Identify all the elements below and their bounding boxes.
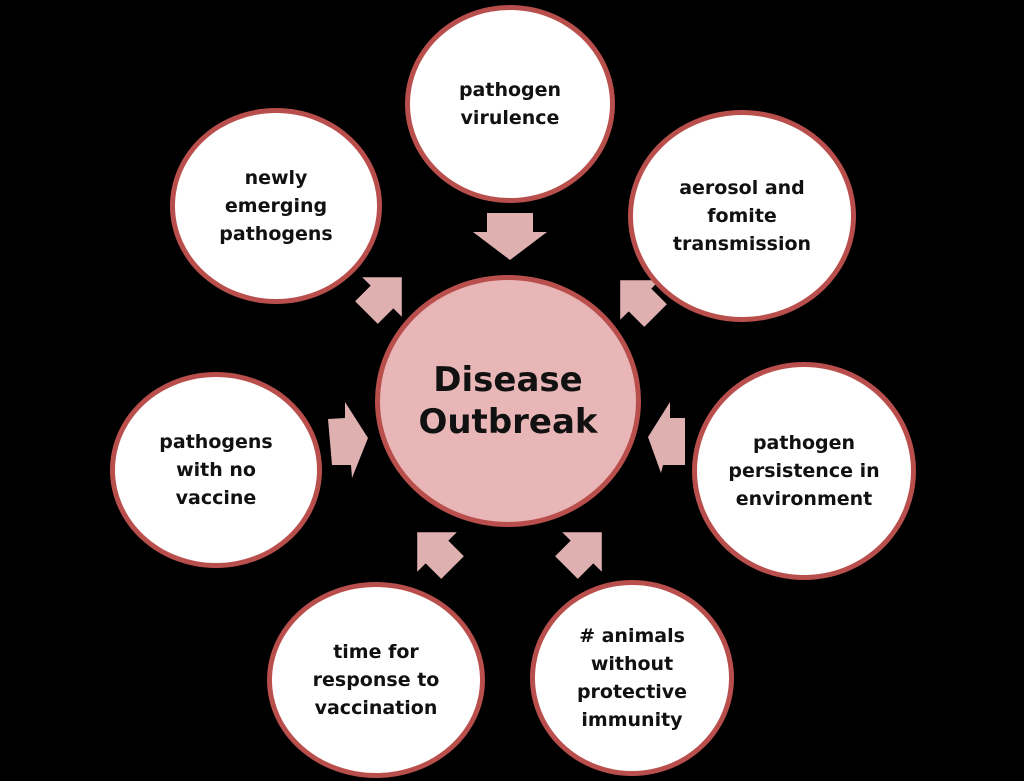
factor-time-for-response: time for response to vaccination <box>267 582 485 778</box>
center-label: Disease Outbreak <box>418 360 598 442</box>
factor-animals-without-immunity: # animals without protective immunity <box>530 580 734 776</box>
arrow-icon <box>355 277 402 324</box>
center-disease-outbreak: Disease Outbreak <box>375 275 641 527</box>
arrow-icon <box>328 402 368 478</box>
arrow-icon <box>555 532 602 579</box>
factor-label: pathogen persistence in environment <box>728 432 880 510</box>
factor-newly-emerging-pathogens: newly emerging pathogens <box>170 108 382 304</box>
factor-label: newly emerging pathogens <box>219 167 333 245</box>
factor-pathogen-persistence: pathogen persistence in environment <box>692 362 916 580</box>
factor-pathogen-virulence: pathogen virulence <box>405 5 615 203</box>
factor-label: # animals without protective immunity <box>576 625 688 731</box>
factor-label: pathogen virulence <box>458 79 562 129</box>
factor-label: time for response to vaccination <box>312 641 440 719</box>
factor-pathogens-no-vaccine: pathogens with no vaccine <box>110 372 322 568</box>
arrow-icon <box>417 532 464 579</box>
factor-aerosol-fomite-transmission: aerosol and fomite transmission <box>628 110 856 322</box>
factor-label: aerosol and fomite transmission <box>672 177 812 255</box>
arrow-icon <box>648 402 685 473</box>
arrow-icon <box>473 213 547 260</box>
arrow-icon <box>620 280 667 327</box>
factor-label: pathogens with no vaccine <box>159 431 273 509</box>
